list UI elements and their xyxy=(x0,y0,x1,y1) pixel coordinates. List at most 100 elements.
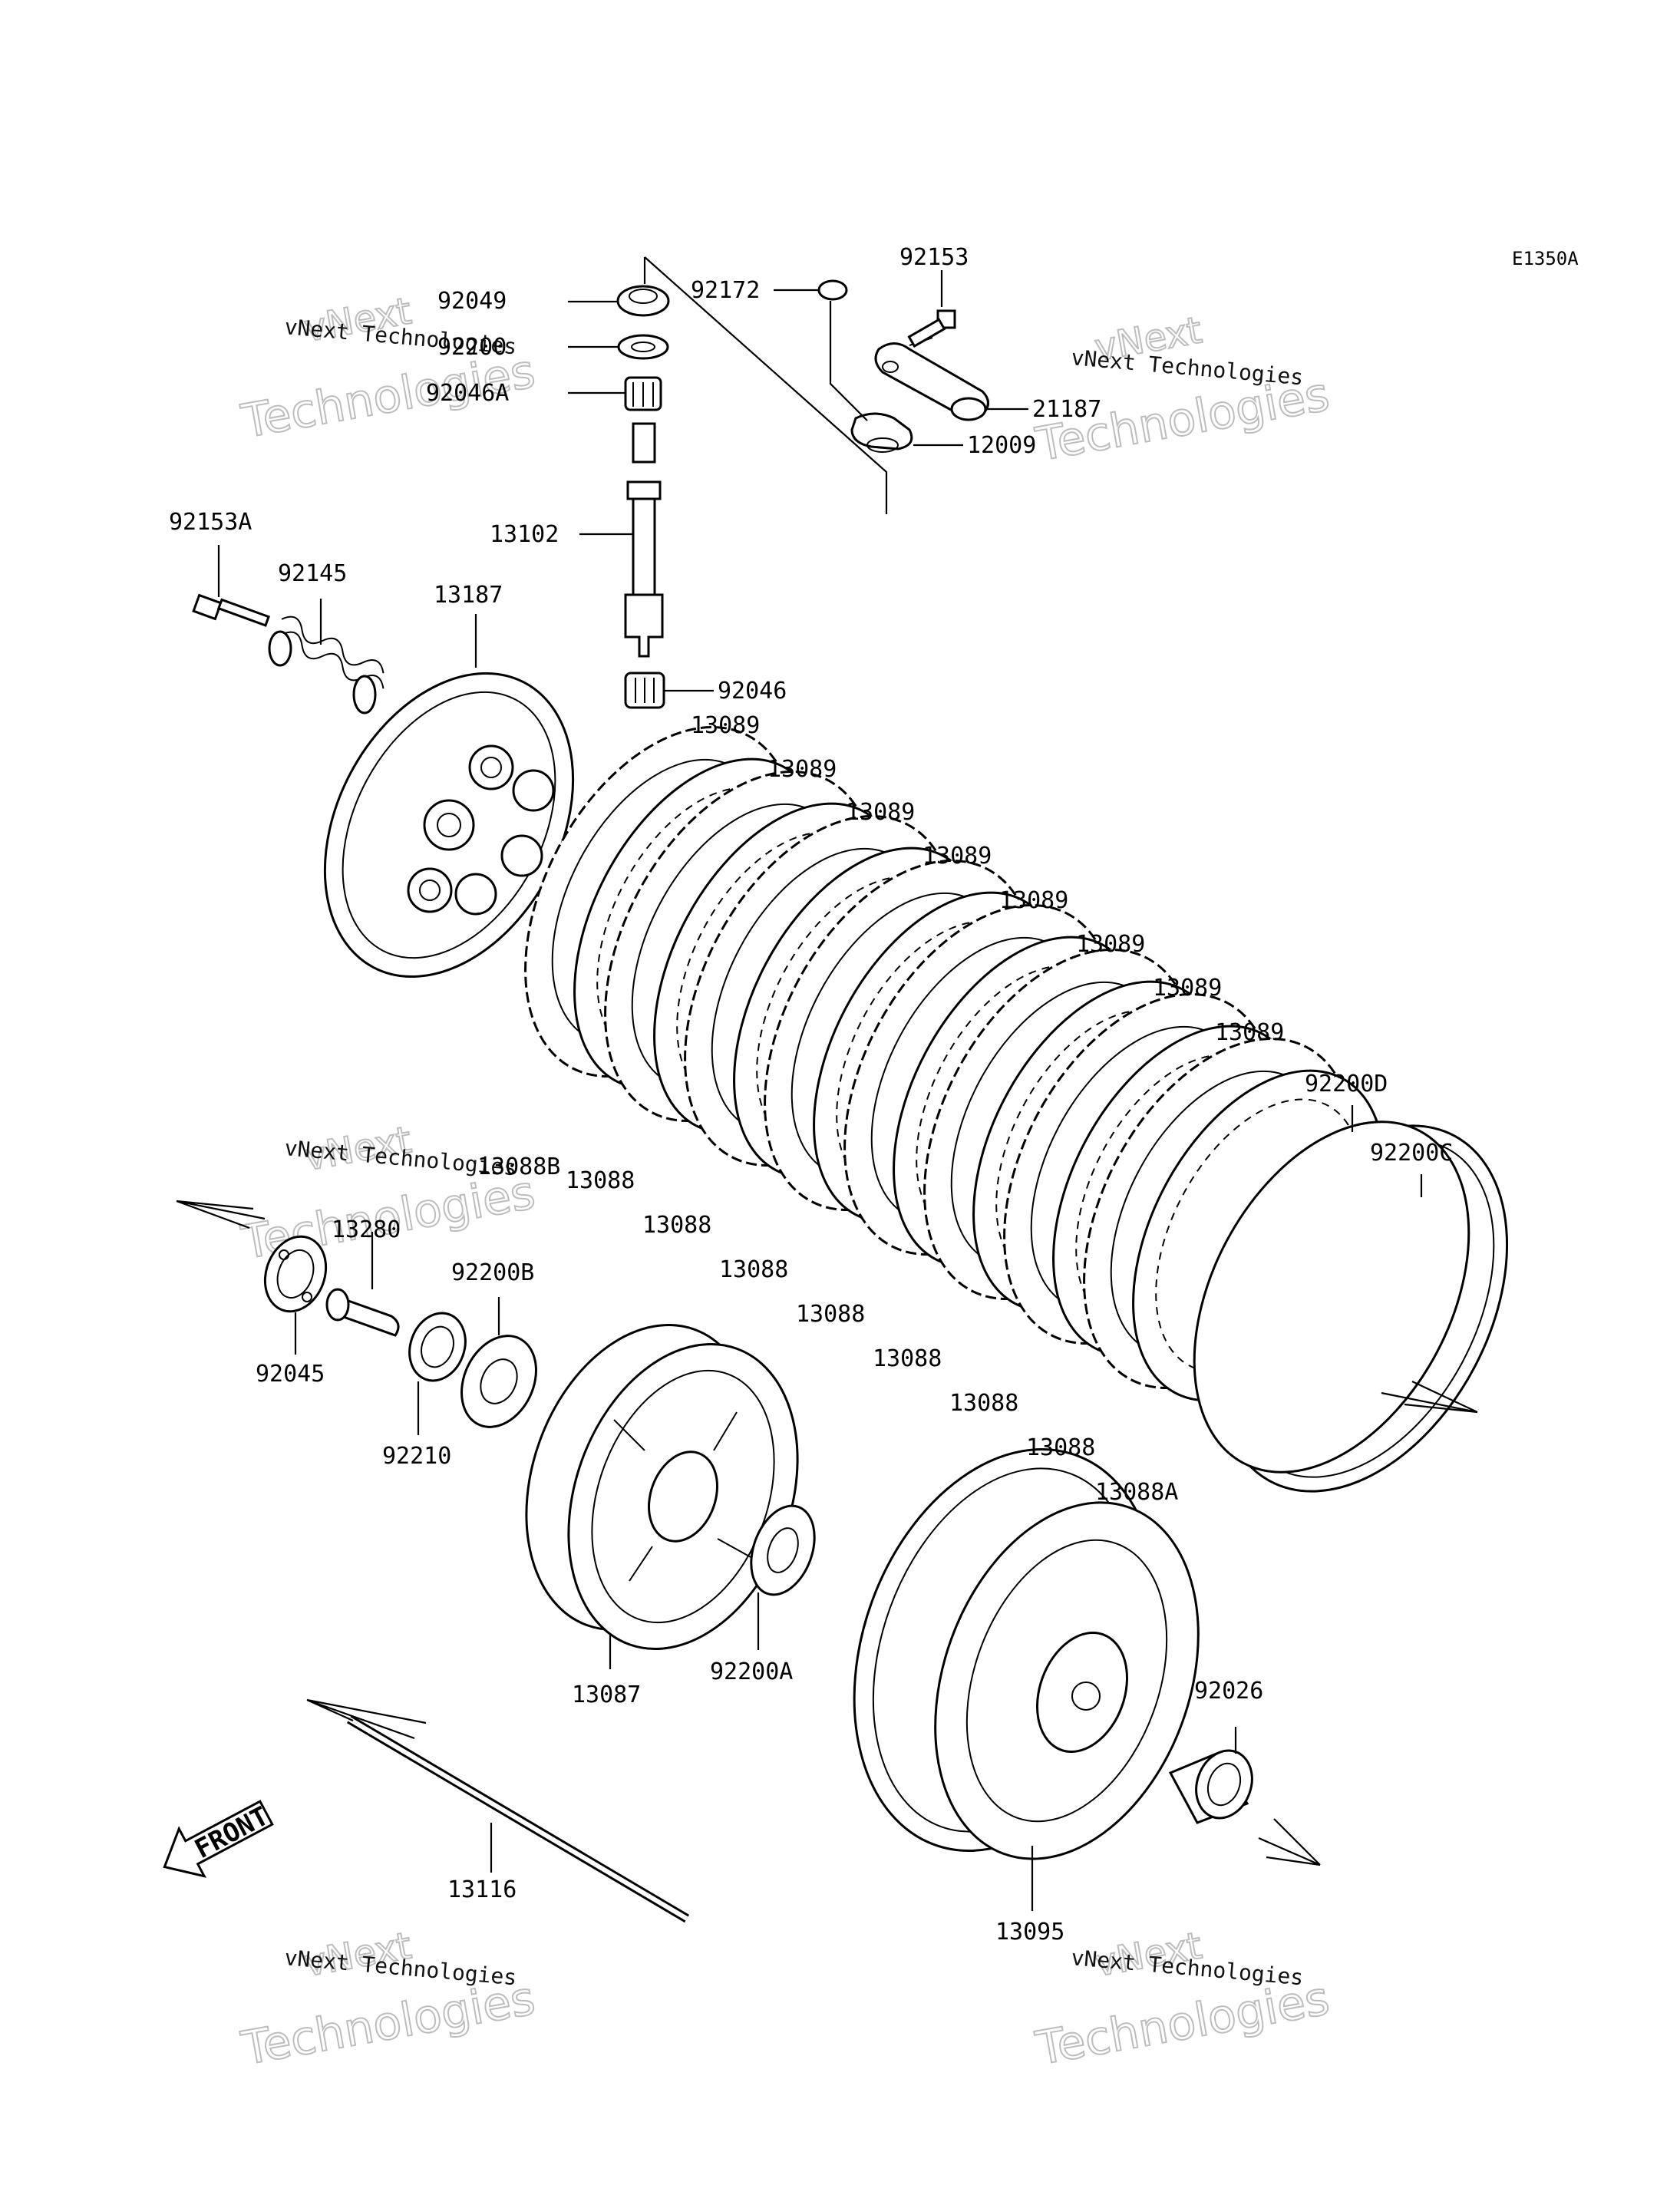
part-label: 13089 xyxy=(1153,975,1222,1002)
clutch-plate-stack xyxy=(524,726,1385,1402)
part-label: 13089 xyxy=(691,712,760,739)
center-boss xyxy=(423,799,475,851)
clutch-housing xyxy=(853,1448,1253,1860)
watermark-text: Technologies xyxy=(237,1972,539,2076)
watermark-top-right: vNext vNext Technologies Technologies xyxy=(1031,308,1334,473)
lower-left-hardware xyxy=(263,1235,537,1428)
sleeve-hole xyxy=(1206,1762,1242,1807)
ball xyxy=(302,1292,312,1302)
spring-boss xyxy=(407,867,453,913)
clutch-hub xyxy=(525,1324,816,1650)
washer-hole xyxy=(631,342,655,352)
part-label: 92046A xyxy=(426,380,509,407)
part-label: 13089 xyxy=(846,799,915,826)
part-label: 13089 xyxy=(999,887,1068,914)
part-label: 13088A xyxy=(1095,1479,1178,1506)
part-label: 92049 xyxy=(437,288,507,315)
plate-hole xyxy=(866,437,899,453)
washer-shape xyxy=(617,334,669,360)
nut-shape xyxy=(408,1312,467,1382)
spring-boss xyxy=(500,834,543,877)
spring-end xyxy=(352,675,377,715)
boss-hole xyxy=(419,880,441,901)
hub-spokes xyxy=(613,1411,753,1582)
axis-arrow-left xyxy=(176,1200,266,1229)
part-label: 12009 xyxy=(967,432,1036,459)
part-labels: 92049 92200 92046A 13102 92046 92172 921… xyxy=(169,244,1453,1946)
ball xyxy=(279,1249,289,1260)
bolt-a-head-shape xyxy=(192,593,223,621)
watermark-bottom-right: vNext vNext Technologies Technologies xyxy=(1031,1923,1334,2077)
diagram-code: E1350A xyxy=(1512,248,1579,269)
part-label: 13088 xyxy=(719,1256,788,1283)
collar-end xyxy=(325,1288,350,1322)
part-label: 13088 xyxy=(642,1212,711,1239)
part-label: 13088 xyxy=(566,1167,635,1194)
part-label: 13088 xyxy=(796,1301,865,1328)
housing-center-gear xyxy=(1036,1632,1128,1753)
axis-arrow-rod xyxy=(306,1698,427,1740)
part-label: 13089 xyxy=(923,843,992,870)
part-label: 92153 xyxy=(899,244,969,271)
axis-arrow-housing xyxy=(1258,1818,1321,1866)
part-label: 92200C xyxy=(1370,1140,1453,1167)
part-label: 92200A xyxy=(710,1658,793,1685)
housing-rings xyxy=(1193,1120,1509,1493)
pushrod-assembly xyxy=(616,285,670,709)
part-label: 92026 xyxy=(1194,1678,1263,1705)
bolt-a-shank-shape xyxy=(216,598,270,627)
part-label: 13095 xyxy=(995,1919,1064,1946)
part-label: 92145 xyxy=(278,560,347,587)
shaft-body-shape xyxy=(632,497,656,596)
oil-seal-inner xyxy=(629,289,658,304)
ball-bearing-inner xyxy=(276,1249,315,1299)
part-label: 13087 xyxy=(572,1682,641,1708)
hub-spline-center xyxy=(648,1450,718,1543)
part-label: 21187 xyxy=(1032,396,1101,423)
part-label: 13088B xyxy=(477,1153,560,1180)
part-label: 92172 xyxy=(691,277,760,304)
spring-coil xyxy=(281,616,385,674)
watermark-bottom-left: vNext vNext Technologies Technologies xyxy=(236,1923,540,2077)
part-label: 92200B xyxy=(451,1259,534,1286)
part-label: 13088 xyxy=(873,1345,942,1372)
part-label: 13089 xyxy=(1215,1019,1284,1046)
part-label: 92153A xyxy=(169,509,252,536)
lever-hole xyxy=(882,361,899,373)
plate-shape xyxy=(850,412,913,450)
washer-a-shape xyxy=(750,1504,816,1596)
spring-boss xyxy=(468,744,514,790)
washer-a-hole xyxy=(767,1527,799,1573)
part-label: 92200D xyxy=(1305,1071,1388,1097)
part-label: 92045 xyxy=(256,1361,325,1388)
part-label: 13088 xyxy=(949,1390,1018,1417)
pushrod-fill xyxy=(348,1717,688,1921)
front-direction-indicator: FRONT xyxy=(163,1800,274,1878)
screw-head-shape xyxy=(817,279,848,301)
housing-gear-inner xyxy=(965,1539,1168,1823)
spring-end xyxy=(268,630,292,667)
part-label: 13089 xyxy=(1076,931,1145,958)
washer-b-shape xyxy=(460,1335,537,1428)
part-label: 13088 xyxy=(1026,1434,1095,1461)
bolt-shank-shape xyxy=(907,318,946,348)
boss-hole xyxy=(437,813,461,837)
axis-arrows xyxy=(176,1200,1478,1866)
shaft-collar-shape xyxy=(626,480,662,500)
spring-and-bolt xyxy=(192,593,385,715)
part-label: 13280 xyxy=(332,1216,401,1243)
spring-boss xyxy=(454,873,497,916)
washer-b-hole xyxy=(480,1358,518,1404)
nut-inner xyxy=(421,1325,454,1368)
assembly-bracket xyxy=(644,256,888,514)
watermark-text: Technologies xyxy=(1031,1972,1333,2076)
part-label: 92210 xyxy=(382,1443,451,1470)
ball-bearing-shape xyxy=(263,1235,328,1313)
spring-boss xyxy=(512,769,555,812)
shaft-spline-shape xyxy=(632,422,656,464)
lever-boss-shape xyxy=(950,397,987,421)
boss-hole xyxy=(480,757,502,778)
part-label: 13089 xyxy=(767,756,837,783)
part-label: 13116 xyxy=(447,1876,517,1903)
